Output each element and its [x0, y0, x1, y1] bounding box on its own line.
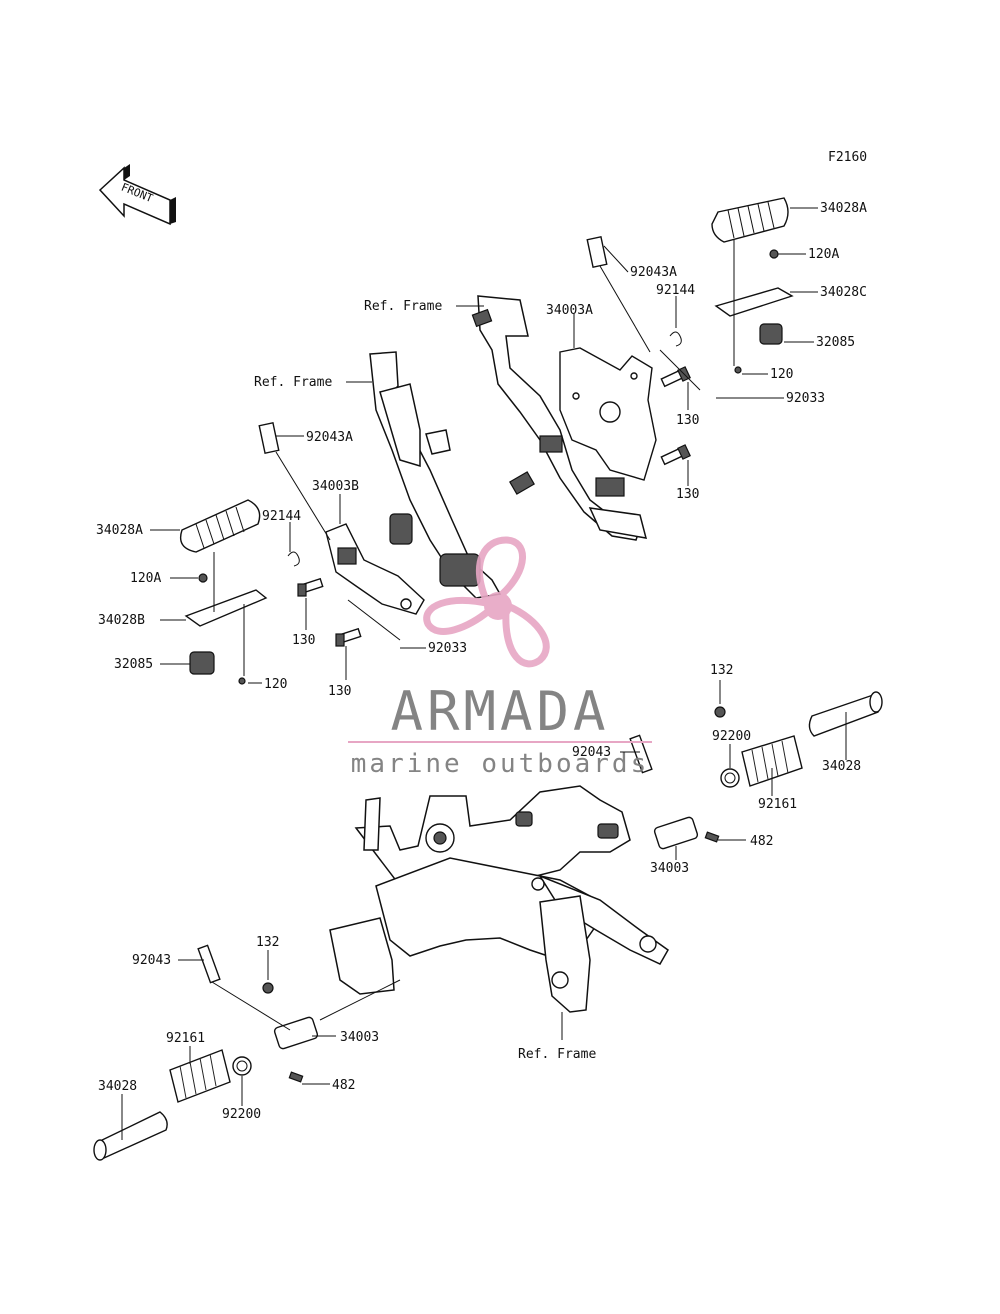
- callout-32085-left: 32085: [114, 657, 153, 672]
- callout-132-right: 132: [710, 663, 733, 678]
- leader-lines: [121, 207, 847, 1140]
- callout-130-left-a: 130: [292, 633, 315, 648]
- front-lh-footpeg-assembly: [93, 944, 401, 1161]
- callout-92200-left: 92200: [222, 1107, 261, 1122]
- propeller-icon: [423, 536, 550, 668]
- front-arrow-icon: FRONT: [98, 164, 176, 226]
- callout-130-upper-a: 130: [676, 413, 699, 428]
- callout-92161-right: 92161: [758, 797, 797, 812]
- callout-34003A: 34003A: [546, 303, 593, 318]
- front-rh-footpeg-assembly: [629, 691, 883, 850]
- watermark-tagline: marine outboards: [351, 749, 649, 779]
- callout-92144-upper: 92144: [656, 283, 695, 298]
- callout-92043A-upper: 92043A: [630, 265, 677, 280]
- callout-130-left-b: 130: [328, 684, 351, 699]
- callout-34003-left: 34003: [340, 1030, 379, 1045]
- callout-ref-frame-lower: Ref. Frame: [518, 1047, 596, 1062]
- callout-92043-right: 92043: [572, 745, 611, 760]
- callout-120A-upper: 120A: [808, 247, 839, 262]
- watermark-brand: ARMADA: [390, 680, 609, 743]
- armada-watermark-logo: [423, 536, 550, 668]
- callout-120A-left: 120A: [130, 571, 161, 586]
- callout-482-left: 482: [332, 1078, 355, 1093]
- callout-92033-left: 92033: [428, 641, 467, 656]
- figure-id: F2160: [828, 150, 867, 165]
- callout-92144-left: 92144: [262, 509, 301, 524]
- callout-132-left: 132: [256, 935, 279, 950]
- rear-lh-bracket-assembly: [179, 351, 502, 685]
- callout-92033-upper: 92033: [786, 391, 825, 406]
- callout-34003B: 34003B: [312, 479, 359, 494]
- main-frame-assembly: [329, 785, 669, 1040]
- callout-labels: F2160 34028A 120A 34028C 32085 120 92033…: [96, 150, 867, 1122]
- callout-92161-left: 92161: [166, 1031, 205, 1046]
- watermark-rule: [348, 741, 652, 743]
- callout-120-left: 120: [264, 677, 287, 692]
- callout-130-upper-b: 130: [676, 487, 699, 502]
- callout-34028-left: 34028: [98, 1079, 137, 1094]
- callout-34028-right: 34028: [822, 759, 861, 774]
- callout-482-right: 482: [750, 834, 773, 849]
- callout-ref-frame-upper: Ref. Frame: [364, 299, 442, 314]
- callout-34028C: 34028C: [820, 285, 867, 300]
- callout-34028A-left: 34028A: [96, 523, 143, 538]
- callout-92043-left: 92043: [132, 953, 171, 968]
- callout-92043A-left: 92043A: [306, 430, 353, 445]
- callout-34003-right: 34003: [650, 861, 689, 876]
- callout-ref-frame-left: Ref. Frame: [254, 375, 332, 390]
- callout-34028B: 34028B: [98, 613, 145, 628]
- callout-32085-upper: 32085: [816, 335, 855, 350]
- rear-rh-bracket-assembly: [471, 197, 794, 541]
- callout-120-upper: 120: [770, 367, 793, 382]
- callout-34028A-upper: 34028A: [820, 201, 867, 216]
- callout-92200-right: 92200: [712, 729, 751, 744]
